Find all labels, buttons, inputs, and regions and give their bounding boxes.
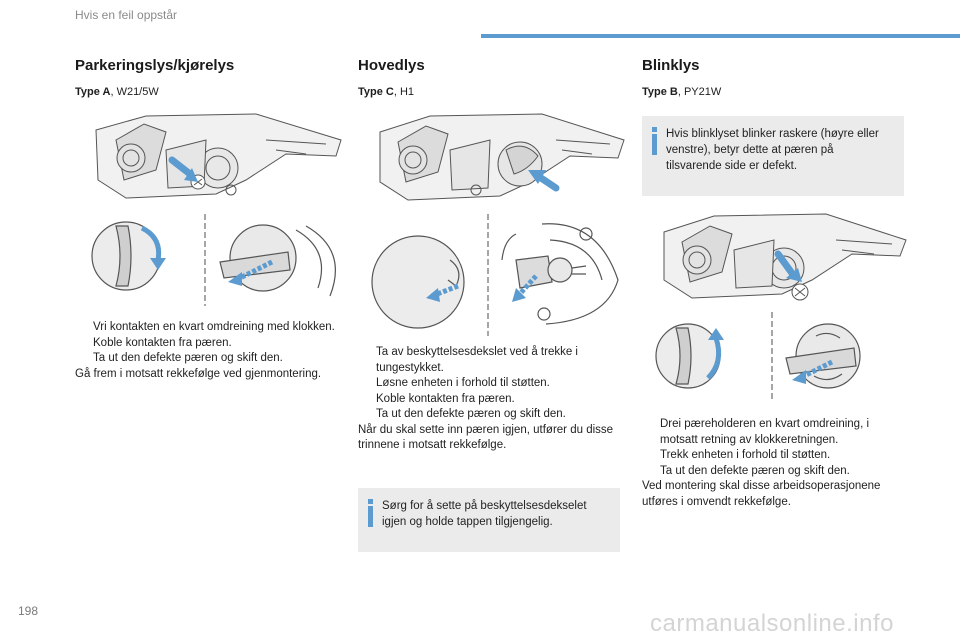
info-note-fast-blinking: Hvis blinklyset blinker raskere (høyre e…	[642, 116, 904, 196]
headlamp-drawing	[91, 113, 342, 306]
section-title: Hovedlys	[358, 57, 425, 74]
note-text: Hvis blinklyset blinker raskere (høyre e…	[666, 128, 879, 172]
closing-text: Ved montering skal disse arbeidsoperasjo…	[642, 480, 881, 508]
headlamp-drawing	[371, 113, 625, 336]
instruction-step: Løsne enheten i forhold til støtten.	[376, 377, 550, 389]
bulb-type: Type C, H1	[358, 86, 415, 98]
section-header-label: Hvis en feil oppstår	[75, 8, 178, 22]
watermark: carmanualsonline.info	[650, 610, 894, 637]
instruction-step: Ta ut den defekte pæren og skift den.	[660, 464, 850, 477]
note-text: Sørg for å sette på beskyttelsesdekselet…	[382, 500, 587, 528]
closing-text: Når du skal sette inn pæren igjen, utfør…	[358, 423, 614, 452]
instruction-step: Vri kontakten en kvart omdreining med kl…	[93, 321, 335, 333]
instruction-step: Koble kontakten fra pæren.	[93, 336, 232, 349]
headlamp-drawing	[655, 213, 907, 402]
info-note-protective-cover: Sørg for å sette på beskyttelsesdekselet…	[358, 488, 620, 552]
column-indicator: Blinklys Type B, PY21W	[642, 56, 904, 99]
info-icon	[651, 127, 658, 155]
header-accent-bar	[481, 34, 960, 38]
instruction-step: Drei pæreholderen en kvart omdreining, i…	[660, 418, 870, 446]
instruction-list-main-beam: Ta av beskyttelsesdekslet ved å trekke i…	[358, 345, 620, 454]
headlamp-illustration-indicator	[650, 208, 912, 404]
column-main-beam: Hovedlys Type C, H1	[358, 56, 620, 99]
instruction-step: Koble kontakten fra pæren.	[376, 392, 515, 405]
section-title: Blinklys	[642, 57, 700, 74]
closing-text: Gå frem i motsatt rekkefølge ved gjenmon…	[75, 367, 322, 380]
bulb-type: Type B, PY21W	[642, 86, 722, 98]
section-title: Parkeringslys/kjørelys	[75, 57, 235, 74]
headlamp-illustration-main-beam	[366, 110, 628, 340]
instruction-list-parking: Vri kontakten en kvart omdreining med kl…	[75, 320, 337, 382]
bulb-type: Type A, W21/5W	[75, 86, 159, 98]
column-parking-lights: Parkeringslys/kjørelys Type A, W21/5W	[75, 56, 337, 99]
info-icon	[367, 499, 374, 527]
instruction-step: Ta av beskyttelsesdekslet ved å trekke i…	[376, 346, 578, 374]
instruction-step: Ta ut den defekte pæren og skift den.	[93, 352, 283, 364]
instruction-list-indicator: Drei pæreholderen en kvart omdreining, i…	[642, 417, 904, 510]
headlamp-illustration-parking	[86, 110, 348, 310]
page-number: 198	[18, 604, 39, 618]
instruction-step: Trekk enheten i forhold til støtten.	[660, 449, 831, 461]
instruction-step: Ta ut den defekte pæren og skift den.	[376, 408, 566, 420]
